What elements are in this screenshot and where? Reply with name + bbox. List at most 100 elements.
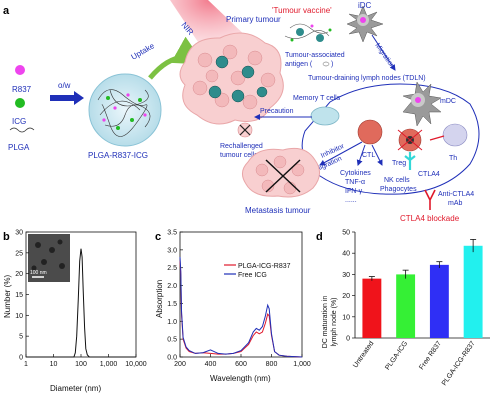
- bar-untreated: [362, 278, 382, 338]
- panel-b-ylabel: Number (%): [3, 275, 12, 318]
- anti-ctla4-label-1: Anti-CTLA4: [438, 191, 474, 198]
- ifn-label: IFN-γ: [345, 188, 363, 195]
- y-tick-label: 50: [342, 230, 350, 237]
- idc-cell: [346, 5, 384, 43]
- ow-arrow: [50, 91, 84, 105]
- y-tick-label: 0.0: [167, 355, 177, 362]
- y-tick-label: 40: [342, 251, 350, 258]
- panel-d-ylabel-2: lymph node (%): [331, 297, 338, 346]
- tem-inset: 100 nm: [28, 234, 70, 282]
- y-tick-label: 30: [15, 230, 23, 237]
- anti-ctla4-antibody: [424, 189, 436, 210]
- nanoparticle-label: PLGA-R837-ICG: [88, 151, 148, 160]
- memory-t-label: Memory T cells: [293, 95, 341, 102]
- icg-dot: [15, 98, 25, 108]
- cytokine-arrow: [356, 144, 366, 166]
- y-tick-label: 3.0: [167, 247, 177, 254]
- category-label: PLGA-ICG: [384, 340, 409, 371]
- primary-tumour-label: Primary tumour: [226, 15, 281, 24]
- bar-plga-icg: [396, 274, 416, 338]
- nanoparticle-polymer-chains: [97, 89, 151, 137]
- metastasis-tumour: [242, 147, 320, 198]
- cytokines-ellipsis: ......: [345, 197, 357, 204]
- icg-label: ICG: [12, 117, 26, 126]
- plga-r837-icg-nanoparticle: [88, 73, 162, 147]
- x-tick-label: 600: [235, 361, 247, 368]
- rechallenged-tumour-cells: [237, 122, 253, 138]
- x-tick-label: 400: [205, 361, 217, 368]
- panel-c-y-axis: 0.0 0.5 1.0 1.5 2.0 2.5 3.0 3.5: [167, 230, 183, 362]
- legend-label-free-icg: Free ICG: [238, 272, 267, 279]
- panel-a: a R837 ICG PLGA o/w PLGA-R837-ICG Uptake: [3, 0, 480, 223]
- tdln-label: Tumour-draining lymph nodes (TDLN): [308, 75, 426, 82]
- y-tick-label: 3.5: [167, 230, 177, 237]
- y-tick-label: 30: [342, 272, 350, 279]
- ctl-cell: [357, 119, 383, 145]
- panel-c-label: c: [155, 231, 161, 243]
- migration-label: Migration: [373, 42, 395, 70]
- bar-free-r837: [429, 264, 449, 338]
- panel-d-label: d: [316, 231, 323, 243]
- panel-b-xlabel: Diameter (nm): [50, 384, 101, 393]
- precaution-label: Precaution: [260, 108, 294, 115]
- rechallenged-label-1: Rechallenged: [220, 143, 263, 150]
- cytokines-label: Cytokines: [340, 170, 371, 177]
- category-label: Untreated: [352, 340, 375, 369]
- mdc-label: mDC: [440, 98, 456, 105]
- antigen-symbol: [322, 61, 330, 67]
- y-tick-label: 2.5: [167, 265, 177, 272]
- primary-tumour: [179, 32, 284, 125]
- ow-label: o/w: [58, 81, 71, 90]
- bar-plga-icg-r837: [463, 245, 483, 338]
- tnf-label: TNF-α: [345, 179, 365, 186]
- lymph-node-outline: [301, 83, 480, 195]
- category-label: PLGA-ICG-R837: [441, 340, 477, 387]
- rechallenged-label-2: tumour cells: [220, 152, 258, 159]
- nk-cells-label: NK cells: [384, 177, 410, 184]
- panel-a-label: a: [3, 5, 10, 17]
- x-tick-label: 1: [24, 361, 28, 368]
- x-tick-label: 10: [50, 361, 58, 368]
- y-tick-label: 2.0: [167, 283, 177, 290]
- ctla4-receptor: [404, 152, 416, 170]
- tumour-vaccine-label: 'Tumour vaccine': [272, 6, 332, 15]
- th-cell: [442, 123, 468, 147]
- ctla4-blockade-label: CTLA4 blockade: [400, 214, 460, 223]
- migration-arrow: [371, 34, 396, 71]
- legend-label-plga-icg-r837: PLGA-ICG-R837: [238, 263, 291, 270]
- panel-d-ylabel-1: DC maturation in: [322, 296, 329, 349]
- y-tick-label: 15: [15, 292, 23, 299]
- ctl-label: CTL: [362, 152, 375, 159]
- tem-scalebar-label: 100 nm: [30, 270, 47, 276]
- y-tick-label: 1.0: [167, 319, 177, 326]
- ctla4-label: CTLA4: [418, 171, 440, 178]
- panel-c-ylabel: Absorption: [155, 280, 164, 318]
- y-tick-label: 0.5: [167, 337, 177, 344]
- nk-arrow: [371, 144, 383, 166]
- antigen-label-line1: Tumour-associated: [285, 52, 345, 59]
- treg-label: Treg: [392, 160, 406, 167]
- anti-ctla4-label-2: mAb: [448, 200, 463, 207]
- inhibitor-arrow: [319, 141, 363, 166]
- y-tick-label: 10: [15, 313, 23, 320]
- mdc-cell: [402, 81, 442, 127]
- x-tick-label: 200: [174, 361, 186, 368]
- category-label: Free R837: [418, 340, 443, 371]
- memory-t-cell: [310, 106, 340, 126]
- idc-label: iDC: [358, 1, 372, 10]
- y-tick-label: 1.5: [167, 301, 177, 308]
- treg-cell: [397, 128, 423, 152]
- r837-dot: [15, 65, 25, 75]
- y-tick-label: 10: [342, 314, 350, 321]
- size-distribution-line: [26, 248, 136, 358]
- treg-th-inhibition: [429, 135, 445, 141]
- antigen-label-line2: antigen (: [285, 61, 313, 68]
